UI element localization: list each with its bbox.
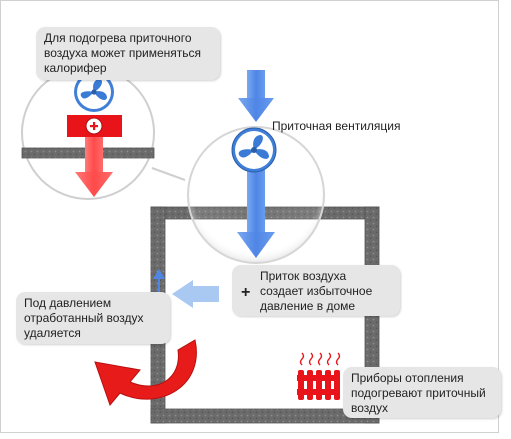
supply-vent-label: Приточная вентиляция [272, 119, 401, 133]
exhaust-arrow [94, 339, 197, 406]
inflow-arrow [172, 280, 219, 308]
warm-air-arrow [75, 137, 113, 197]
heater-callout-line-2: воздуха может применяться [44, 46, 201, 60]
exhaust-callout-line-2: отработанный воздух [24, 311, 144, 325]
heater-plus-icon [67, 115, 122, 137]
supply-air-arrow [237, 70, 275, 258]
radiator-callout-line-1: Приборы отопления [351, 371, 464, 385]
frame-border [0, 0, 499, 433]
radiator-icon [297, 370, 340, 400]
radiator-callout: Приборы отопления подогревают приточный … [343, 367, 501, 418]
heater-callout-line-1: Для подогрева приточного [44, 31, 192, 45]
heater-callout: Для подогрева приточного воздуха может п… [36, 27, 220, 80]
exhaust-callout-line-3: удаляется [24, 326, 81, 340]
radiator-callout-line-2: подогревают приточный [351, 386, 486, 400]
fan-icon [231, 127, 277, 173]
heater-fan-icon [74, 72, 114, 112]
pressure-callout-line-3: давление в доме [260, 299, 356, 313]
pressure-callout: Приток воздуха создает избыточное давлен… [232, 265, 400, 316]
pressure-callout-line-1: Приток воздуха [260, 269, 347, 283]
exhaust-callout: Под давлением отработанный воздух удаляе… [16, 292, 170, 344]
heater-callout-line-3: калорифер [44, 61, 107, 75]
pressure-plus-symbol: + [241, 284, 251, 301]
exhaust-callout-line-1: Под давлением [24, 296, 112, 310]
pressure-callout-line-2: создает избыточное [260, 284, 373, 298]
heat-waves-icon [299, 352, 341, 366]
magnifier-connector [151, 167, 186, 181]
radiator-callout-line-3: воздух [351, 401, 389, 415]
